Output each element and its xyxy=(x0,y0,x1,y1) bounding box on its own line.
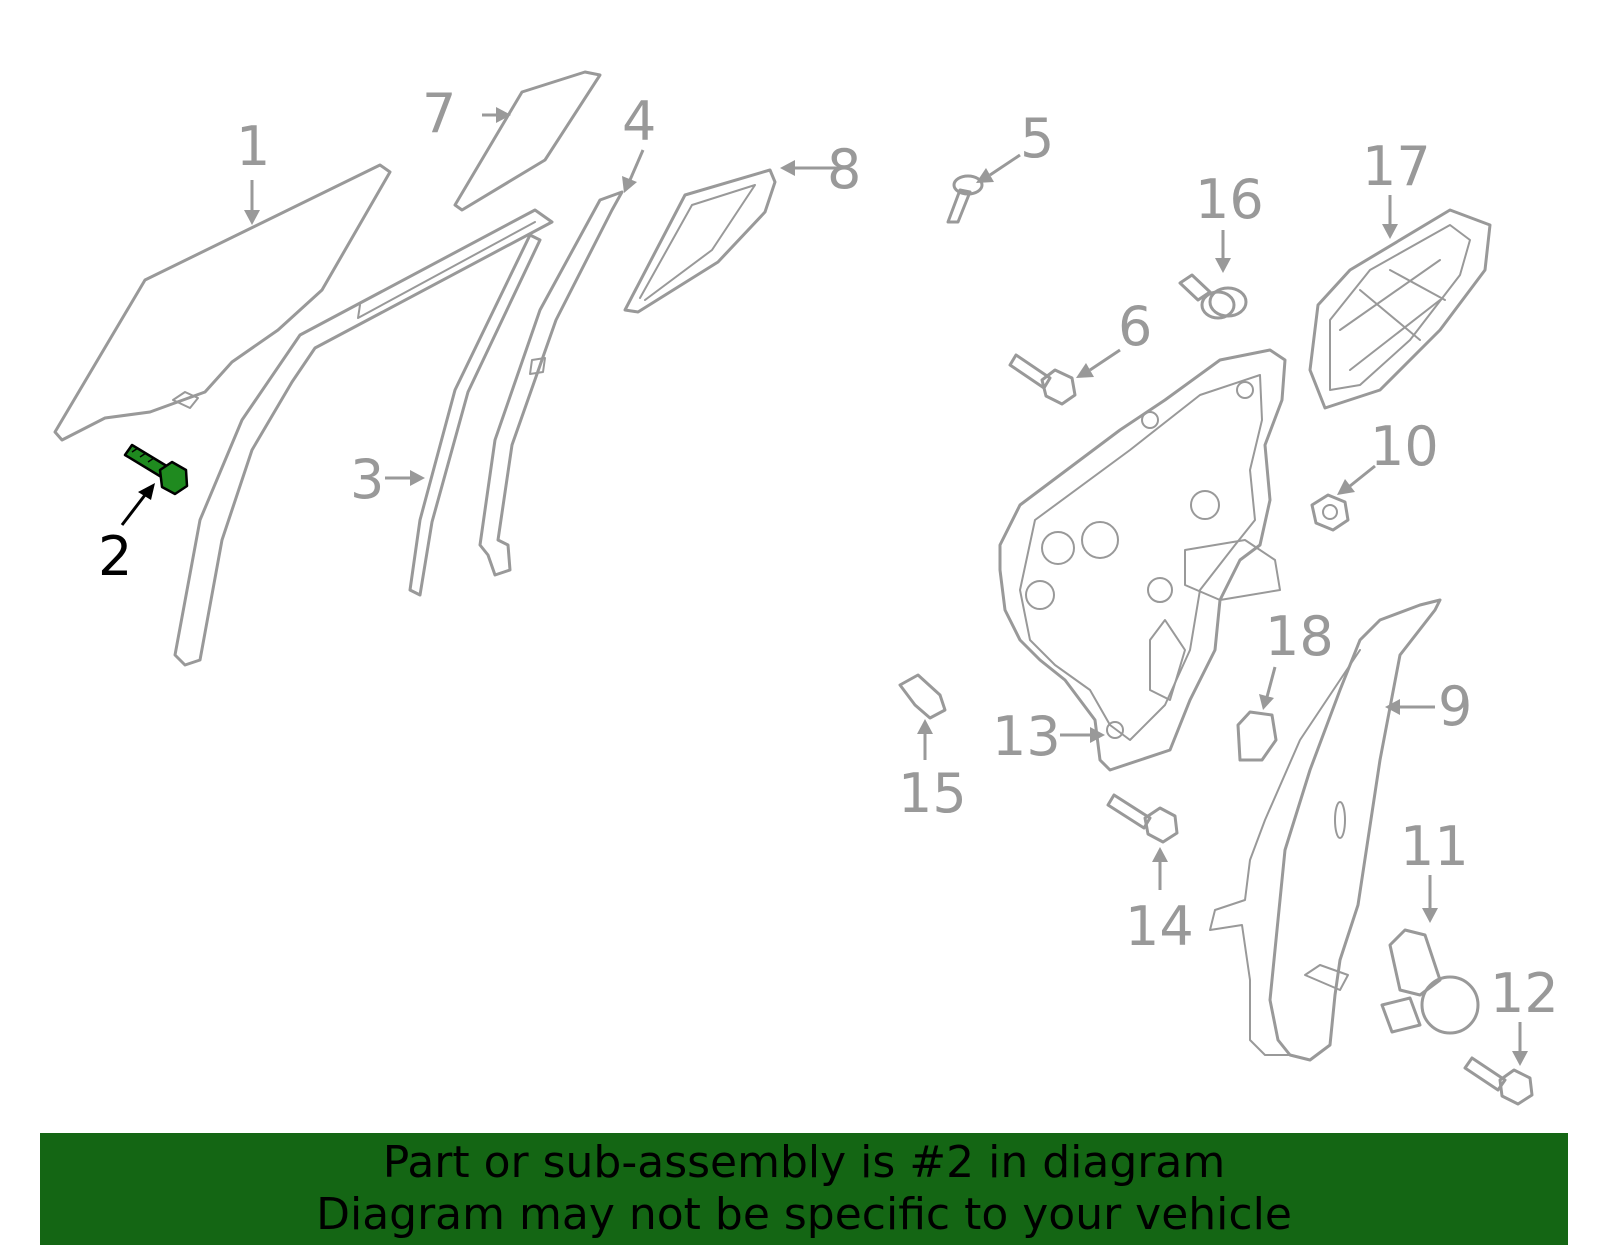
callout-11: 11 xyxy=(1400,815,1469,878)
part-8-quarter-seal xyxy=(623,168,777,314)
part-6-bolt xyxy=(1008,353,1077,406)
callout-arrows xyxy=(120,107,1528,1066)
callout-8: 8 xyxy=(827,138,861,201)
banner-line-part-number: Part or sub-assembly is #2 in diagram xyxy=(382,1137,1226,1188)
callout-12: 12 xyxy=(1490,962,1559,1025)
callout-3: 3 xyxy=(350,448,384,511)
callout-1: 1 xyxy=(236,115,270,178)
part-5-screw xyxy=(946,174,984,224)
part-12-bolt xyxy=(1463,1056,1534,1106)
callout-17: 17 xyxy=(1362,135,1431,198)
banner-line-disclaimer: Diagram may not be specific to your vehi… xyxy=(316,1189,1292,1240)
callout-15: 15 xyxy=(898,762,967,825)
callout-9: 9 xyxy=(1438,675,1472,738)
callout-18: 18 xyxy=(1265,605,1334,668)
part-7-quarter-glass xyxy=(453,70,602,212)
callout-14: 14 xyxy=(1125,895,1194,958)
part-2-bolt-highlighted[interactable] xyxy=(123,443,189,496)
callout-7: 7 xyxy=(422,82,456,145)
info-banner: Part or sub-assembly is #2 in diagram Di… xyxy=(40,1133,1568,1245)
parts-diagram: 1 2 3 4 5 6 7 8 9 10 11 12 13 14 15 16 1… xyxy=(53,70,1559,1106)
callout-2[interactable]: 2 xyxy=(98,525,132,588)
callout-4: 4 xyxy=(622,90,656,153)
callout-13: 13 xyxy=(992,705,1061,768)
part-11-regulator-motor xyxy=(1380,928,1480,1035)
part-3-glass-run-channel xyxy=(173,208,554,667)
part-15-push-pin xyxy=(898,673,947,720)
callout-5: 5 xyxy=(1020,107,1054,170)
part-1-door-glass xyxy=(53,163,392,442)
callout-6: 6 xyxy=(1118,295,1152,358)
part-14-bolt xyxy=(1106,793,1179,844)
part-17-speaker-grille xyxy=(1308,208,1492,410)
part-18-cap xyxy=(1236,710,1278,762)
part-4-rear-channel xyxy=(478,190,624,577)
callout-16: 16 xyxy=(1195,168,1264,231)
part-9-window-regulator xyxy=(1209,598,1442,1062)
part-13-door-module-panel xyxy=(998,348,1287,772)
callout-10: 10 xyxy=(1370,415,1439,478)
callout-labels: 1 2 3 4 5 6 7 8 9 10 11 12 13 14 15 16 1… xyxy=(98,82,1559,1025)
part-10-nut xyxy=(1310,493,1350,532)
part-16-clip xyxy=(1178,273,1248,320)
